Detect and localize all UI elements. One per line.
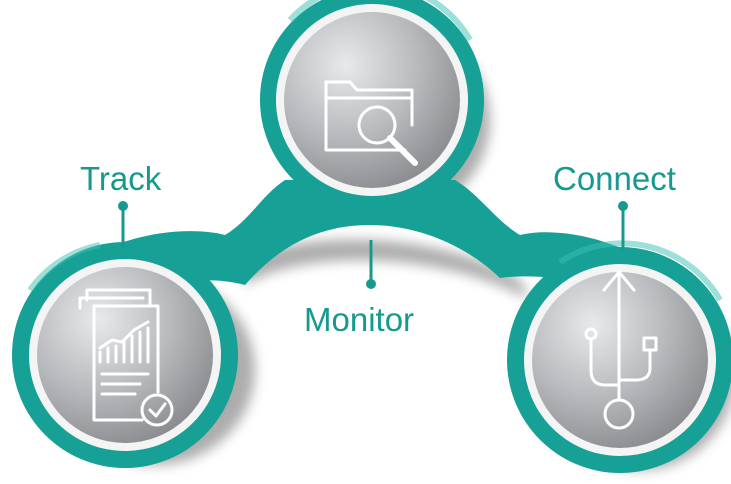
pin-monitor — [366, 240, 376, 289]
node-label-track: Track — [80, 160, 162, 197]
pin-track — [118, 201, 128, 248]
node-label-monitor: Monitor — [304, 301, 415, 338]
circle-monitor — [284, 12, 460, 188]
pin-connect — [618, 201, 628, 250]
report-chart-icon — [78, 288, 174, 427]
node-label-connect: Connect — [553, 160, 676, 197]
folder-search-icon — [324, 80, 418, 166]
usb-icon — [584, 270, 658, 430]
